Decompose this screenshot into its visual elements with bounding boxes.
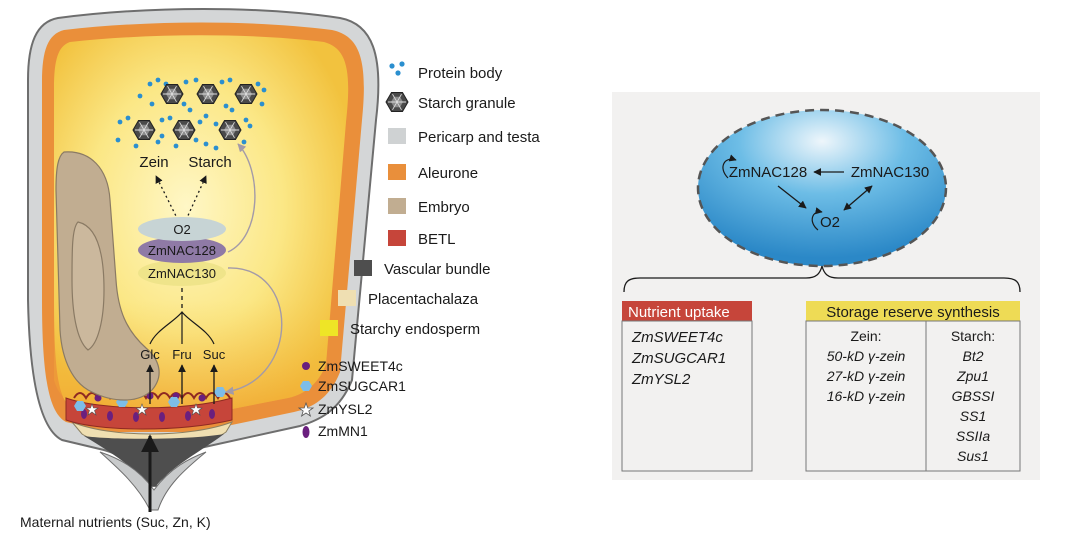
regulatory-panel: ZmNAC128 ZmNAC130 O2 Nutrient uptake ZmS… (612, 92, 1040, 480)
vascular-bundle-swatch-icon (354, 260, 372, 276)
zein-gene-16kd: 16-kD γ-zein (827, 388, 906, 404)
aleurone-swatch-icon (388, 164, 406, 180)
storage-header (806, 301, 1020, 321)
starch-gene-ssiia: SSIIa (956, 428, 990, 444)
grouping-brace (623, 265, 1021, 293)
starch-label: Starch (188, 154, 231, 171)
o2-to-starch-arrow (185, 175, 207, 221)
betl-layer (65, 397, 233, 430)
network-nac130: ZmNAC130 (851, 164, 929, 181)
nac130-label: ZmNAC130 (148, 266, 216, 281)
starch-column-header: Starch: (951, 328, 995, 344)
sugar-label-suc: Suc (203, 347, 226, 362)
starch-gene-ss1: SS1 (960, 408, 986, 424)
placentachalaza-swatch-icon (338, 290, 356, 306)
o2-ellipse (138, 217, 226, 241)
legend-protein-body: Protein body (418, 65, 503, 82)
kernel-illustration: Zein Starch O2 ZmNAC128 ZmNAC130 Glc Fru… (20, 8, 380, 530)
storage-title: Storage reserve synthesis (826, 304, 999, 321)
network-nac128: ZmNAC128 (729, 164, 807, 181)
pericarp-swatch-icon (388, 128, 406, 144)
tf-to-storage-arrow (227, 143, 256, 253)
betl-swatch-icon (388, 230, 406, 246)
zmsweet4c-circle-icon (302, 362, 310, 370)
network-o2: O2 (820, 214, 840, 231)
starch-gene-sus1: Sus1 (957, 448, 989, 464)
nac128-label: ZmNAC128 (148, 243, 216, 258)
legend-aleurone: Aleurone (418, 165, 478, 182)
nutrient-uptake-header (622, 301, 752, 321)
embryo-scutellum (71, 221, 105, 351)
nac130-ellipse (138, 260, 226, 286)
sugar-label-glc: Glc (140, 347, 160, 362)
starch-gene-zpu1: Zpu1 (956, 368, 989, 384)
legend-betl: BETL (418, 231, 456, 248)
zmysl2-star-icon (297, 401, 315, 417)
zein-gene-50kd: 50-kD γ-zein (827, 348, 906, 364)
starch-gene-bt2: Bt2 (962, 348, 983, 364)
betl-transporters (74, 387, 226, 422)
legend-starchy-endosperm: Starchy endosperm (350, 321, 480, 338)
starch-gene-gbssi: GBSSI (952, 388, 995, 404)
legend-zmsweet4c: ZmSWEET4c (318, 358, 403, 374)
protein-body-icon (389, 61, 405, 76)
gene-zmysl2: ZmYSL2 (631, 371, 691, 388)
legend-zmsugcar1: ZmSUGCAR1 (318, 378, 406, 394)
nutrient-uptake-box (621, 320, 753, 472)
zmmn1-ellipse-icon (302, 426, 310, 438)
sugar-label-fru: Fru (172, 347, 192, 362)
nac128-to-o2-arrow (777, 185, 807, 209)
protein-bodies (115, 77, 267, 151)
nutrient-uptake-title: Nutrient uptake (628, 304, 730, 321)
gene-zmsweet4c: ZmSWEET4c (631, 329, 723, 346)
o2-label: O2 (173, 222, 190, 237)
nucleus-ellipse (696, 108, 948, 268)
nac130-o2-arrow (843, 185, 873, 211)
maternal-nutrients-label: Maternal nutrients (Suc, Zn, K) (20, 514, 211, 530)
starchy-endosperm-swatch-icon (320, 320, 338, 336)
legend-zmmn1: ZmMN1 (318, 423, 368, 439)
nac128-ellipse (138, 237, 226, 263)
zein-label: Zein (139, 154, 168, 171)
zein-column-header: Zein: (850, 328, 881, 344)
sugar-convergence (149, 311, 215, 345)
legend: Protein body Starch granule Pericarp and… (297, 61, 540, 439)
nac128-autoregulation-arrow (722, 154, 737, 179)
o2-autoregulation-arrow (811, 207, 823, 231)
zein-gene-27kd: 27-kD γ-zein (826, 368, 906, 384)
tf-to-betl-arrow (225, 267, 283, 395)
zmsugcar1-hexagon-icon (300, 381, 312, 391)
vascular-bundle (84, 434, 224, 486)
legend-starch-granule: Starch granule (418, 95, 516, 112)
starch-granule-icon (385, 92, 409, 112)
storage-box (805, 320, 1021, 472)
legend-pericarp: Pericarp and testa (418, 129, 540, 146)
legend-vascular-bundle: Vascular bundle (384, 261, 490, 278)
legend-zmysl2: ZmYSL2 (318, 401, 373, 417)
embryo-swatch-icon (388, 198, 406, 214)
gene-zmsugcar1: ZmSUGCAR1 (631, 350, 726, 367)
o2-to-zein-arrow (155, 175, 179, 221)
legend-embryo: Embryo (418, 199, 470, 216)
legend-placentachalaza: Placentachalaza (368, 291, 479, 308)
pedicel (99, 451, 207, 511)
